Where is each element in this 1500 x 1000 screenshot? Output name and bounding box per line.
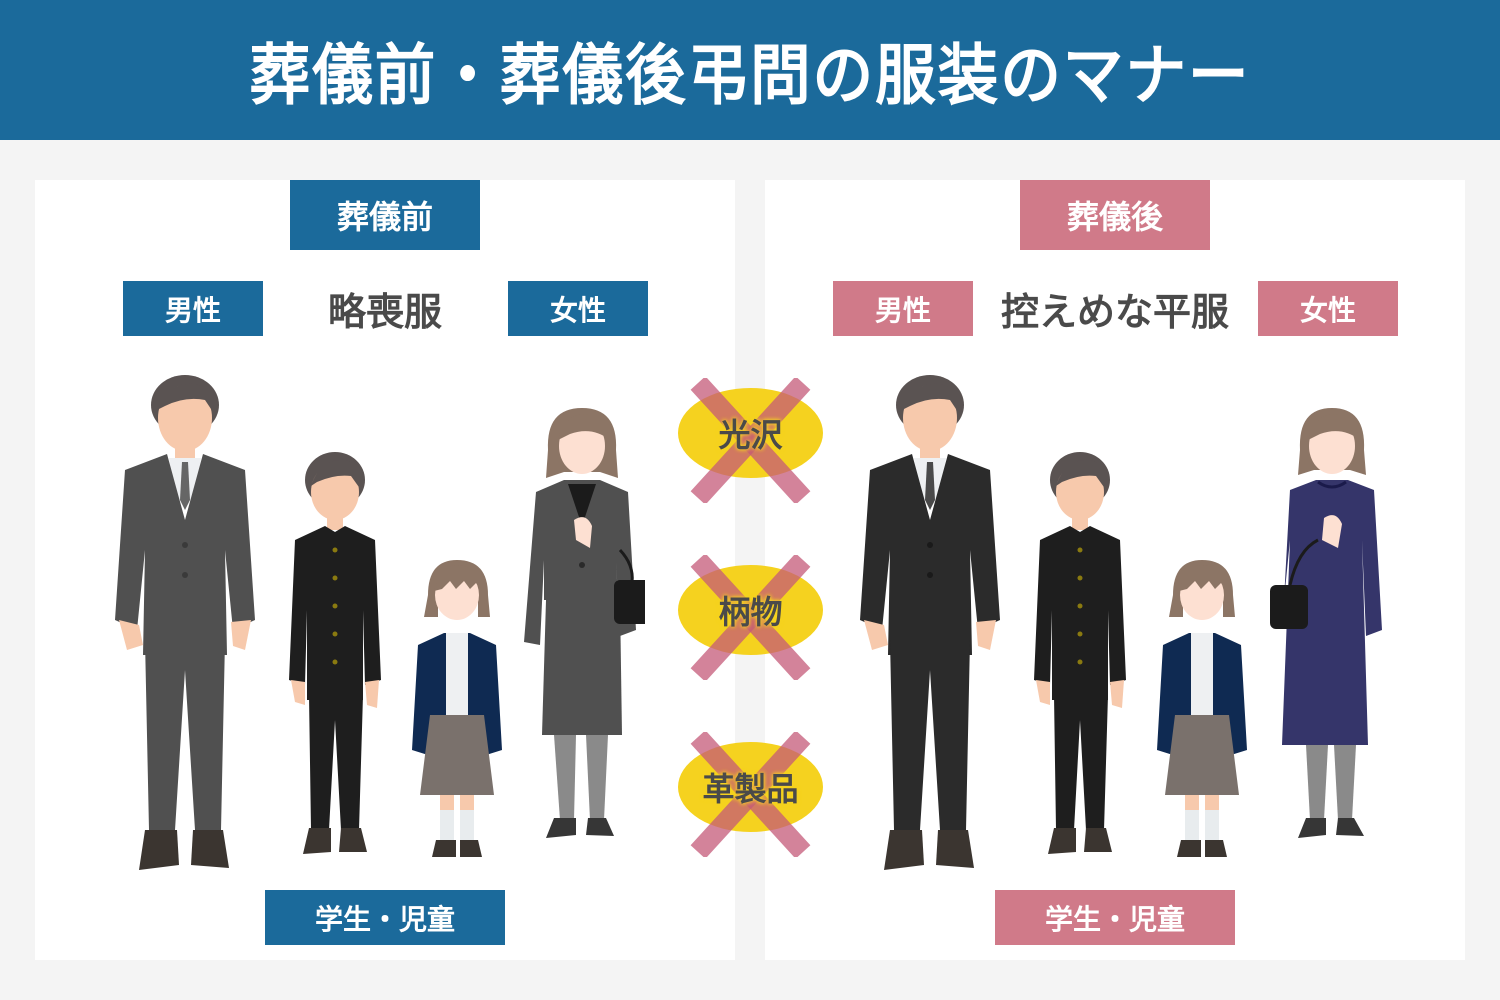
girl-figure [412, 560, 502, 857]
ng-label: 柄物 [718, 593, 783, 631]
cross-icon [690, 555, 811, 680]
ng-label: 革製品 [702, 770, 799, 808]
boy-uniform-figure [1034, 452, 1126, 854]
ng-item-leather: 革製品 [678, 732, 823, 857]
woman-gray-suit-figure [524, 408, 645, 838]
panel-before-funeral: 葬儀前 男性 略喪服 女性 [35, 180, 735, 960]
after-male-badge: 男性 [833, 281, 973, 336]
after-title-badge: 葬儀後 [1020, 180, 1210, 250]
before-male-badge: 男性 [123, 281, 263, 336]
before-dress-code: 略喪服 [327, 290, 442, 334]
ng-item-pattern: 柄物 [678, 555, 823, 680]
before-female-badge: 女性 [508, 281, 648, 336]
man-black-suit-figure [860, 375, 1000, 870]
page-header: 葬儀前・葬儀後弔問の服装のマナー [0, 0, 1500, 140]
cross-icon [690, 378, 811, 503]
woman-navy-dress-figure [1270, 408, 1382, 838]
after-dress-code: 控えめな平服 [1000, 290, 1229, 334]
page-title: 葬儀前・葬儀後弔問の服装のマナー [249, 37, 1251, 114]
boy-uniform-figure [289, 452, 381, 854]
after-female-badge: 女性 [1258, 281, 1398, 336]
girl-figure [1157, 560, 1247, 857]
before-student-badge: 学生・児童 [265, 890, 505, 945]
ng-label: 光沢 [718, 416, 783, 454]
panel-after-funeral: 葬儀後 男性 控えめな平服 女性 [765, 180, 1465, 960]
before-title-badge: 葬儀前 [290, 180, 480, 250]
man-gray-suit-figure [115, 375, 255, 870]
ng-item-gloss: 光沢 [678, 378, 823, 503]
cross-icon [690, 732, 811, 857]
after-student-badge: 学生・児童 [995, 890, 1235, 945]
